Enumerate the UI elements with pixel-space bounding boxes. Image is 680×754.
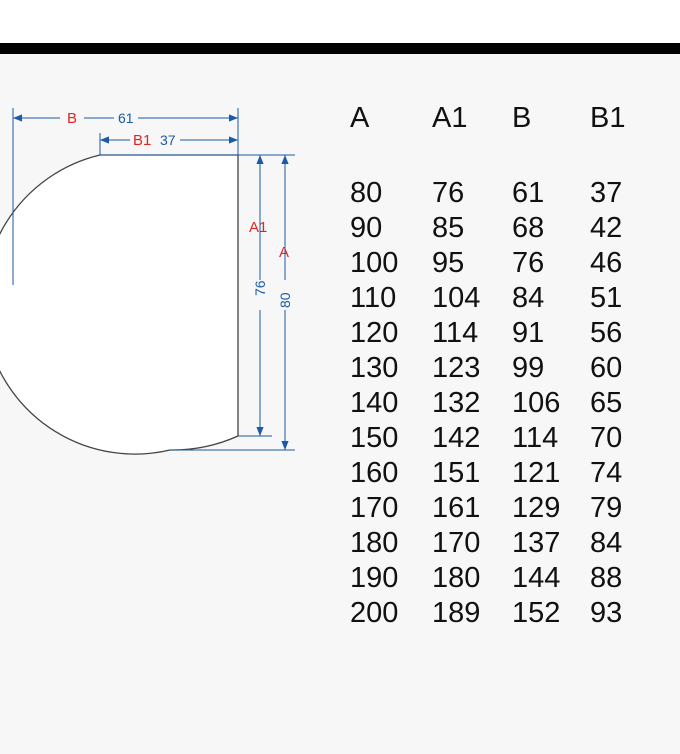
cell-b1: 74	[590, 457, 623, 489]
cell-a1: 180	[432, 562, 481, 594]
table-row: 180 170 137 84	[350, 526, 640, 561]
cell-a1: 104	[432, 282, 481, 314]
dimension-b: B 61	[13, 110, 238, 127]
cell-b: 106	[512, 387, 561, 419]
cell-b: 91	[512, 317, 545, 349]
dim-b1-value: 37	[160, 132, 176, 148]
table-header-row: A A1 B B1	[350, 102, 640, 144]
cell-b1: 42	[590, 212, 623, 244]
table-row: 110 104 84 51	[350, 281, 640, 316]
cell-b: 152	[512, 597, 561, 629]
table-row: 120 114 91 56	[350, 316, 640, 351]
cell-b1: 37	[590, 177, 623, 209]
cell-a1: 76	[432, 177, 465, 209]
cell-a1: 189	[432, 597, 481, 629]
cell-a1: 142	[432, 422, 481, 454]
cell-b1: 46	[590, 247, 623, 279]
cell-a1: 161	[432, 492, 481, 524]
cell-b1: 51	[590, 282, 623, 314]
cell-a1: 114	[432, 317, 479, 349]
cell-b: 61	[512, 177, 545, 209]
header-b1: B1	[590, 102, 626, 134]
cell-a: 90	[350, 212, 383, 244]
dimension-a: A 80	[277, 155, 293, 450]
cell-b1: 84	[590, 527, 623, 559]
table-row: 80 76 61 37	[350, 144, 640, 211]
cell-b: 129	[512, 492, 561, 524]
cell-b: 99	[512, 352, 545, 384]
cell-a: 80	[350, 177, 383, 209]
cell-a: 140	[350, 387, 399, 419]
cell-b: 76	[512, 247, 545, 279]
cell-a: 130	[350, 352, 399, 384]
cell-a1: 123	[432, 352, 481, 384]
cell-b1: 65	[590, 387, 623, 419]
cell-a: 160	[350, 457, 399, 489]
table-row: 130 123 99 60	[350, 351, 640, 386]
table-row: 90 85 68 42	[350, 211, 640, 246]
dim-a1-label: A1	[249, 219, 267, 236]
dimension-a1: A1 76	[249, 155, 268, 436]
cell-a: 120	[350, 317, 399, 349]
size-table: A A1 B B1 80 76 61 37 90 85 68 42 100 95…	[350, 102, 640, 631]
cell-a1: 95	[432, 247, 465, 279]
cell-a1: 170	[432, 527, 481, 559]
table-row: 200 189 152 93	[350, 596, 640, 631]
cell-b1: 60	[590, 352, 623, 384]
dim-b1-label: B1	[133, 132, 151, 149]
top-black-bar	[0, 43, 680, 54]
table-row: 160 151 121 74	[350, 456, 640, 491]
cell-b: 84	[512, 282, 545, 314]
cell-a1: 151	[432, 457, 481, 489]
table-row: 100 95 76 46	[350, 246, 640, 281]
cell-a: 170	[350, 492, 399, 524]
header-a: A	[350, 102, 370, 134]
cell-b1: 56	[590, 317, 623, 349]
cell-b: 144	[512, 562, 561, 594]
cell-b1: 93	[590, 597, 623, 629]
dim-a-label: A	[279, 244, 289, 261]
dim-a1-value: 76	[252, 280, 268, 296]
cell-b: 137	[512, 527, 561, 559]
cell-b: 114	[512, 422, 559, 454]
cell-a: 180	[350, 527, 399, 559]
table-row: 190 180 144 88	[350, 561, 640, 596]
dim-a-value: 80	[277, 292, 293, 308]
cell-a: 110	[350, 282, 397, 314]
dimension-b1: B1 37	[100, 132, 238, 149]
shape-outline	[0, 154, 239, 455]
cell-a: 100	[350, 247, 399, 279]
table-row: 170 161 129 79	[350, 491, 640, 526]
cell-b1: 79	[590, 492, 623, 524]
cell-b1: 88	[590, 562, 623, 594]
cell-a1: 132	[432, 387, 481, 419]
header-b: B	[512, 102, 532, 134]
cell-b: 121	[512, 457, 561, 489]
cell-a1: 85	[432, 212, 465, 244]
cell-b1: 70	[590, 422, 623, 454]
dim-b-value: 61	[118, 110, 134, 126]
table-row: 140 132 106 65	[350, 386, 640, 421]
cell-a: 190	[350, 562, 399, 594]
cell-a: 200	[350, 597, 399, 629]
table-row: 150 142 114 70	[350, 421, 640, 456]
cell-b: 68	[512, 212, 545, 244]
cell-a: 150	[350, 422, 399, 454]
dim-b-label: B	[67, 110, 77, 127]
header-a1: A1	[432, 102, 468, 134]
